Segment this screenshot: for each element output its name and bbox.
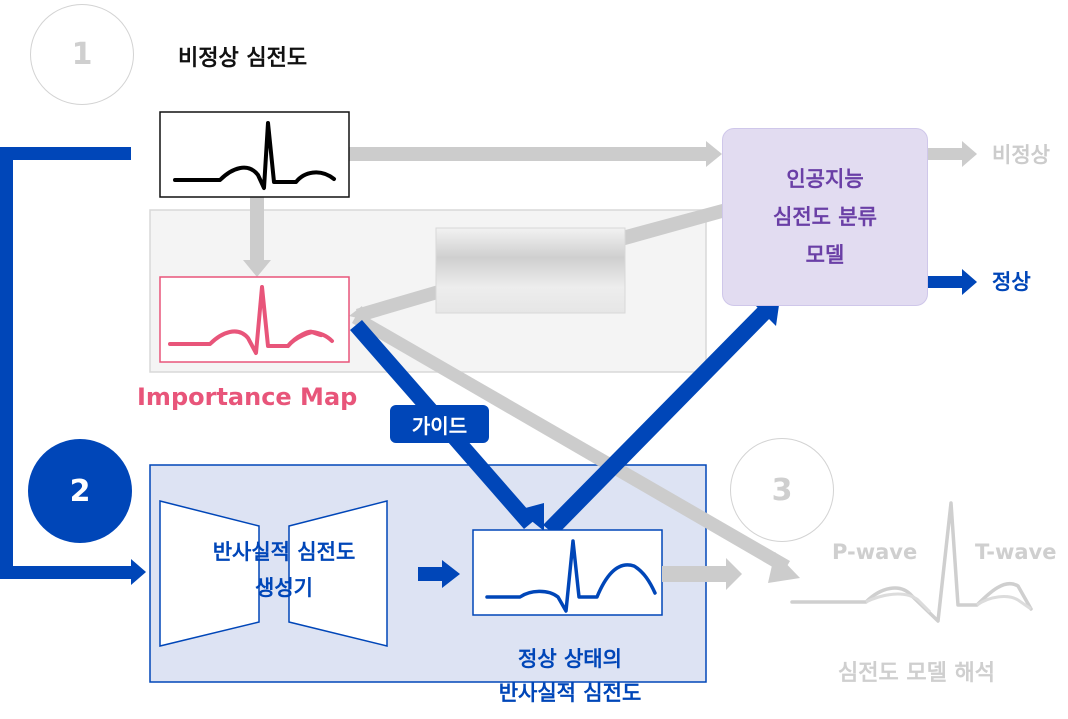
connector-model-to-block [618,204,726,246]
arrow-generator-to-counterfactual [418,560,460,588]
interpretation-ecg-trace [790,501,1033,623]
input-ecg-box [159,111,350,198]
p-wave-overlay [865,592,932,614]
input-ecg-title: 비정상 심전도 [178,46,308,71]
importance-map-box [159,276,350,363]
arrow-counterfactual-to-interpretation [662,558,742,590]
classifier-model-box: 인공지능 심전도 분류 모델 [722,128,928,306]
interpretation-label: 심전도 모델 해석 [838,661,995,686]
counterfactual-ecg-box [472,529,663,616]
generator-line-1: 반사실적 심전도 [212,540,356,564]
input-ecg-trace [173,121,336,190]
importance-map-label: Importance Map [137,383,358,411]
connector-block-to-importance [356,285,438,322]
classifier-line-1: 인공지능 [786,167,864,191]
arrow-importance-to-interpretation [352,312,800,583]
interpretation-ecg [790,501,1033,623]
arrow-input-to-model [349,141,722,167]
p-wave-label: P-wave [832,540,918,564]
arrow-input-to-generator [0,147,146,585]
explainer-block [435,227,626,314]
step-1-badge: 1 [30,4,134,105]
generator-line-2: 생성기 [255,576,313,600]
step-2-badge: 2 [28,439,132,543]
encoder-trapezoid [159,500,260,647]
counterfactual-label: 정상 상태의 반사실적 심전도 [440,642,700,710]
decoder-trapezoid [288,500,388,647]
output-normal-label: 정상 [992,270,1031,294]
output-abnormal-label: 비정상 [992,143,1050,167]
counterfactual-ecg-trace [485,539,657,613]
generator-label: 반사실적 심전도 생성기 [160,534,408,606]
arrow-model-to-normal [928,269,977,295]
t-wave-label: T-wave [975,540,1057,564]
arrow-input-to-importance [243,197,271,277]
step-3-badge: 3 [730,438,834,542]
classifier-line-2: 심전도 분류 [773,205,877,229]
arrow-model-to-abnormal [928,141,977,167]
guide-badge: 가이드 [390,405,489,443]
counterfactual-line-1: 정상 상태의 [518,647,622,671]
t-wave-overlay [976,595,1032,611]
generator-shape [159,500,388,647]
classifier-line-3: 모델 [805,243,845,267]
counterfactual-line-2: 반사실적 심전도 [498,681,642,705]
